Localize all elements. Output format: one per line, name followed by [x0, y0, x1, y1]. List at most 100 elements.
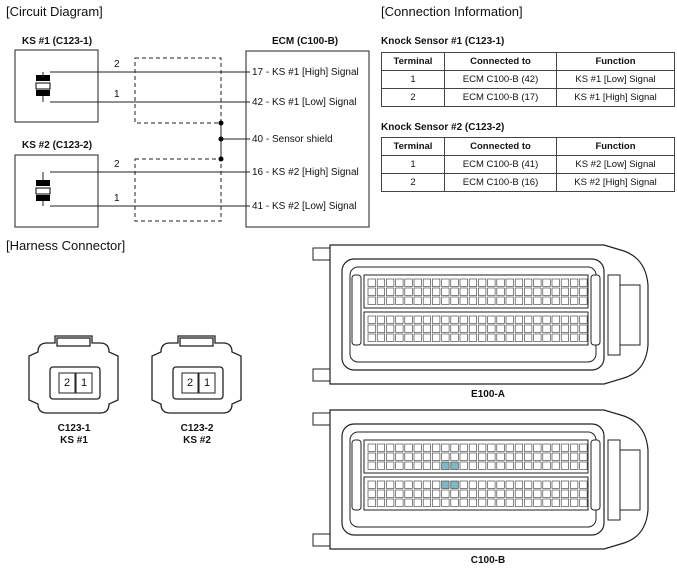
- e100-a-pin: [551, 296, 560, 305]
- c100-b-pin: [579, 480, 588, 489]
- c100-b-pin: [496, 498, 505, 507]
- e100-a-pin: [432, 287, 441, 296]
- e100-a-pin: [560, 324, 570, 333]
- c100-b-pin: [533, 461, 542, 470]
- e100-a-pin: [468, 333, 478, 342]
- ks2-pin1-label: 1: [114, 193, 120, 204]
- e100-a-pin: [404, 324, 413, 333]
- e100-a-pin: [367, 333, 376, 342]
- e100-a-pin: [514, 333, 524, 342]
- e100-a-pin: [524, 324, 533, 333]
- c100-b-pin: [542, 461, 551, 470]
- e100-a-pin: [422, 287, 432, 296]
- c100-b-pin: [413, 452, 422, 461]
- c100-b-pin: [450, 452, 459, 461]
- e100-a-pin: [367, 324, 376, 333]
- e100-a-pin: [514, 315, 524, 324]
- c100-b-pin: [505, 498, 514, 507]
- e100-a-pin: [441, 315, 450, 324]
- c100-b-pin: [386, 443, 395, 452]
- ks2-sensor-box: [14, 154, 99, 228]
- c100-b-pin: [422, 461, 432, 470]
- e100-a-pin: [404, 287, 413, 296]
- e100-a-pin: [505, 333, 514, 342]
- c100-b-pin: [441, 443, 450, 452]
- c123-1-pin-1: 1: [80, 377, 88, 389]
- e100-a-pin: [579, 287, 588, 296]
- e100-a-pin: [487, 287, 496, 296]
- connection-info-heading: [Connection Information]: [381, 4, 523, 19]
- ks1-sensor-box: [14, 49, 99, 123]
- e100-a-pin: [533, 324, 542, 333]
- table-row: 2 ECM C100-B (16) KS #2 [High] Signal: [381, 173, 675, 192]
- c100-b-pin: [468, 498, 478, 507]
- e100-a-pin: [459, 315, 468, 324]
- cell-function: KS #2 [High] Signal: [556, 173, 675, 192]
- e100-a-pin: [441, 287, 450, 296]
- c100-b-pin: [422, 443, 432, 452]
- c100-b-pin: [395, 452, 404, 461]
- ks2-sensor-symbol: [35, 180, 51, 201]
- e100-a-pin: [450, 333, 459, 342]
- e100-a-label: E100-A: [471, 389, 505, 400]
- c100-b-pin: [514, 443, 524, 452]
- c100-b-pin: [533, 498, 542, 507]
- c100-b-pin: [514, 498, 524, 507]
- c100-b-pin: [450, 489, 459, 498]
- e100-a-pin: [386, 278, 395, 287]
- ks2-table-title: Knock Sensor #2 (C123-2): [381, 122, 505, 133]
- c100-b-pin: [404, 452, 413, 461]
- c123-1-label: C123-1 KS #1: [44, 423, 104, 447]
- e100-a-pin: [487, 324, 496, 333]
- e100-a-pin: [579, 333, 588, 342]
- c100-b-pin: [395, 461, 404, 470]
- c100-b-pin: [367, 443, 376, 452]
- e100-a-pin: [386, 315, 395, 324]
- c100-b-pin: [496, 452, 505, 461]
- e100-a-pin: [395, 315, 404, 324]
- c100-b-pin: [386, 461, 395, 470]
- e100-a-pin: [432, 315, 441, 324]
- e100-a-pin: [551, 333, 560, 342]
- c100-b-pin: [413, 498, 422, 507]
- c123-2-pin-1: 1: [203, 377, 211, 389]
- e100-a-pin: [478, 287, 487, 296]
- c100-b-pin: [404, 489, 413, 498]
- e100-a-pin: [560, 315, 570, 324]
- e100-a-pin: [395, 324, 404, 333]
- c100-b-pin: [367, 461, 376, 470]
- c100-b-pin: [450, 480, 459, 489]
- c100-b-pin: [386, 480, 395, 489]
- e100-a-pin: [551, 324, 560, 333]
- c100-b-pin: [496, 489, 505, 498]
- c100-b-pin: [579, 461, 588, 470]
- c100-b-pin: [459, 452, 468, 461]
- c100-b-pin: [422, 489, 432, 498]
- e100-a-pin: [542, 315, 551, 324]
- e100-a-pin: [413, 333, 422, 342]
- c100-b-pin: [533, 489, 542, 498]
- e100-a-pin: [441, 333, 450, 342]
- e100-a-pin: [376, 333, 386, 342]
- e100-a-pin: [496, 315, 505, 324]
- table-row: 2 ECM C100-B (17) KS #1 [High] Signal: [381, 88, 675, 107]
- c100-b-pin: [386, 498, 395, 507]
- e100-a-frame: [341, 258, 605, 371]
- e100-a-pin: [496, 296, 505, 305]
- ks1-pin2-label: 2: [114, 59, 120, 70]
- e100-a-pin: [432, 296, 441, 305]
- e100-a-pin: [542, 278, 551, 287]
- c100-b-pin: [386, 452, 395, 461]
- e100-a-pin: [514, 296, 524, 305]
- ks1-table-title: Knock Sensor #1 (C123-1): [381, 36, 505, 47]
- c100-b-pin: [551, 461, 560, 470]
- ecm-label: ECM (C100-B): [272, 36, 339, 47]
- c100-b-pin: [450, 498, 459, 507]
- c100-b-pin: [413, 489, 422, 498]
- c100-b-pin: [505, 480, 514, 489]
- e100-a-pin: [496, 287, 505, 296]
- c123-1-pin-2: 2: [63, 377, 71, 389]
- c100-b-pin: [478, 498, 487, 507]
- c100-b-pin: [514, 452, 524, 461]
